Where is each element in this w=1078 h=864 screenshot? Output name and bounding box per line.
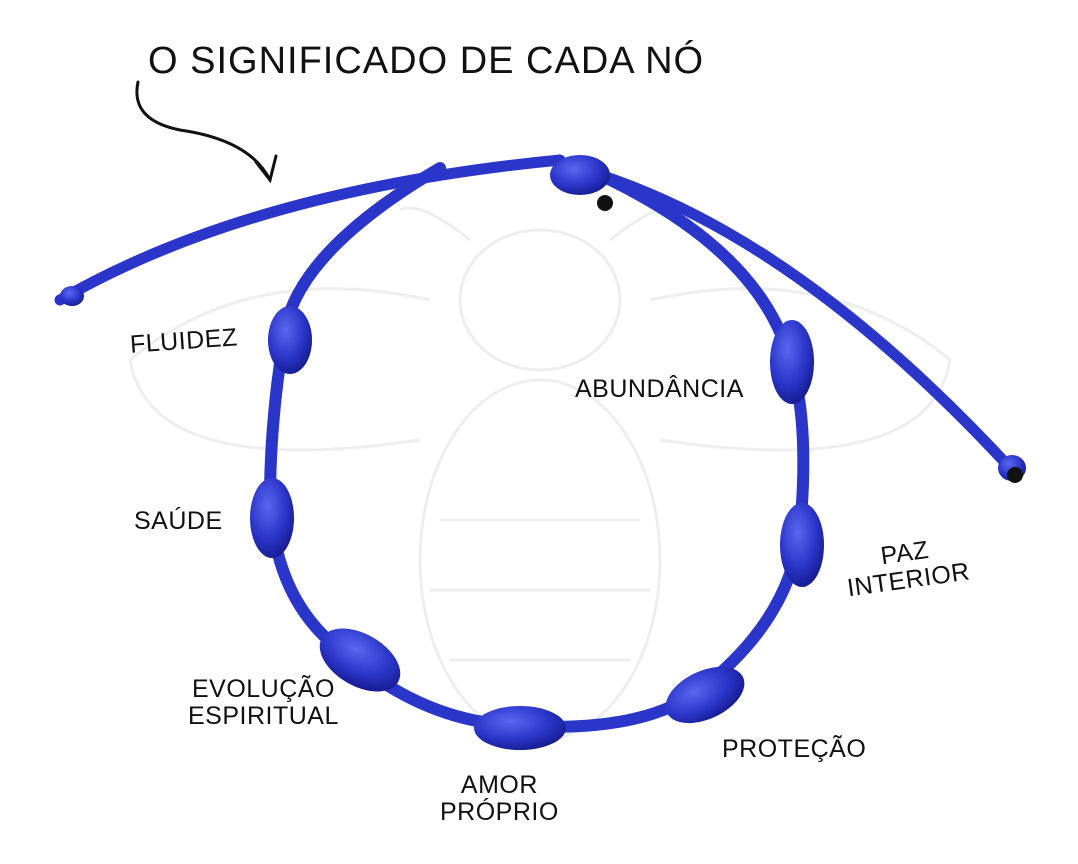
label-text: SAÚDE: [134, 507, 223, 535]
label-text: AMOR: [460, 771, 538, 799]
label-saude: SAÚDE: [134, 508, 223, 535]
label-text: ESPIRITUAL: [188, 702, 339, 730]
label-amor-proprio: AMOR PRÓPRIO: [440, 772, 559, 826]
label-evolucao-espiritual: EVOLUÇÃO ESPIRITUAL: [188, 676, 339, 730]
label-protecao: PROTEÇÃO: [722, 736, 866, 763]
label-text: ABUNDÂNCIA: [575, 375, 744, 403]
page-title: O SIGNIFICADO DE CADA NÓ: [148, 40, 705, 82]
label-abundancia: ABUNDÂNCIA: [575, 376, 744, 403]
label-text: PROTEÇÃO: [722, 735, 867, 763]
label-text: PRÓPRIO: [440, 798, 559, 826]
label-text: EVOLUÇÃO: [191, 675, 335, 703]
curved-arrow-icon: [135, 80, 278, 184]
